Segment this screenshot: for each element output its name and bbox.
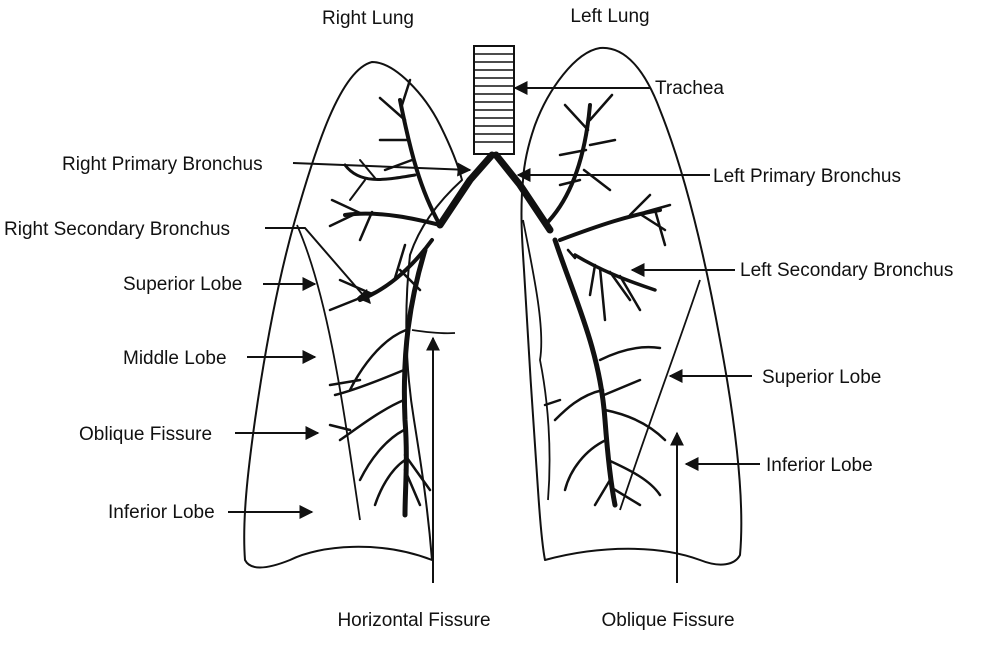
trachea	[473, 45, 515, 155]
left-main-bronchus	[492, 151, 554, 234]
right-secondary-branch	[343, 211, 442, 227]
right-lower-branch	[401, 247, 428, 518]
left-lung-outline	[520, 46, 743, 566]
label-right-middle-lobe: Middle Lobe	[123, 348, 227, 369]
leader-right-secondary-bronchus	[265, 227, 371, 305]
left-secondary-twigs	[628, 193, 672, 247]
label-trachea: Trachea	[655, 78, 724, 99]
left-lingular-twigs	[566, 248, 642, 322]
label-left-superior-lobe: Superior Lobe	[762, 367, 881, 388]
label-right-primary-bronchus: Right Primary Bronchus	[62, 154, 263, 175]
left-upper-twigs	[558, 93, 617, 192]
left-lower-branch	[552, 237, 618, 508]
right-horizontal-fissure-line	[411, 329, 456, 335]
label-left-oblique-fissure: Oblique Fissure	[601, 610, 734, 631]
label-left-secondary-bronchus: Left Secondary Bronchus	[740, 260, 953, 281]
left-lingular-branch	[573, 253, 657, 292]
right-lung-outline	[243, 61, 463, 569]
label-left-primary-bronchus: Left Primary Bronchus	[713, 166, 901, 187]
right-upper-twig-1	[378, 78, 414, 172]
left-lung-title: Left Lung	[570, 6, 649, 27]
bronchial-tree	[328, 78, 672, 518]
left-oblique-fissure-line	[619, 279, 701, 511]
right-lower-twigs	[328, 328, 432, 507]
label-right-secondary-bronchus: Right Secondary Bronchus	[4, 219, 230, 240]
label-right-superior-lobe: Superior Lobe	[123, 274, 242, 295]
left-secondary-branch	[558, 208, 662, 242]
label-right-oblique-fissure: Oblique Fissure	[79, 424, 212, 445]
label-left-inferior-lobe: Inferior Lobe	[766, 455, 873, 476]
trachea-rings	[474, 53, 514, 143]
cardiac-notch	[522, 219, 551, 501]
right-upper-sub	[343, 163, 417, 181]
left-lower-twigs	[543, 345, 667, 507]
leader-right-primary-bronchus	[292, 162, 472, 177]
right-main-bronchus	[436, 151, 496, 229]
right-secondary-twigs	[328, 198, 374, 242]
label-right-inferior-lobe: Inferior Lobe	[108, 502, 215, 523]
leader-lines	[228, 81, 760, 583]
left-upper-branch	[543, 103, 592, 227]
label-horizontal-fissure: Horizontal Fissure	[337, 610, 490, 631]
right-oblique-fissure-line	[296, 224, 361, 521]
right-upper-twig-2	[349, 159, 376, 201]
right-lung-title: Right Lung	[322, 8, 414, 29]
